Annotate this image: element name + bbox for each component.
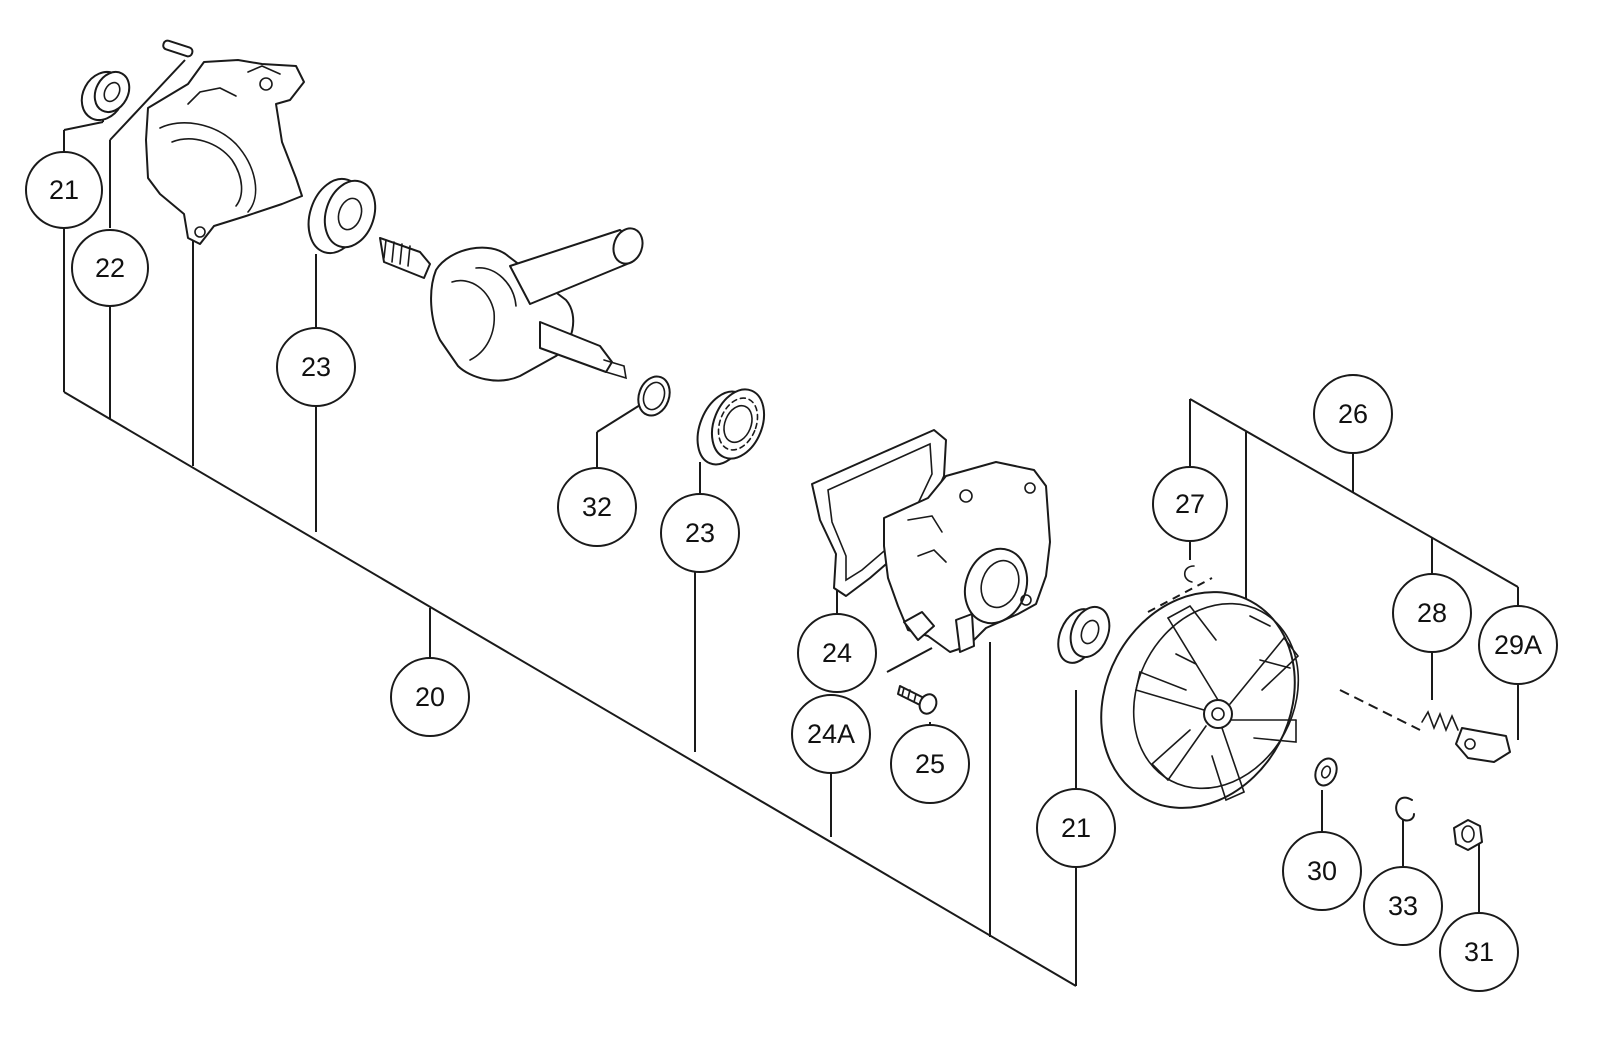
- callouts: 21 22 23 32 23 20 24 24A: [25, 151, 1558, 992]
- callout-24: 24: [797, 613, 877, 693]
- svg-text:21: 21: [49, 175, 79, 205]
- svg-text:24A: 24A: [807, 719, 855, 749]
- svg-text:28: 28: [1417, 598, 1447, 628]
- svg-text:31: 31: [1464, 937, 1494, 967]
- callout-31: 31: [1439, 912, 1519, 992]
- callout-25: 25: [890, 724, 970, 804]
- svg-text:20: 20: [415, 682, 445, 712]
- bearing-21-left: [80, 70, 131, 121]
- callout-28: 28: [1392, 573, 1472, 653]
- callout-30: 30: [1282, 831, 1362, 911]
- svg-text:26: 26: [1338, 399, 1368, 429]
- svg-text:21: 21: [1061, 813, 1091, 843]
- svg-text:22: 22: [95, 253, 125, 283]
- bearing-23-left: [307, 177, 377, 255]
- nut-31: [1453, 819, 1483, 851]
- svg-text:23: 23: [301, 352, 331, 382]
- crankshaft: [379, 227, 644, 382]
- bearing-21-right: [1057, 605, 1111, 664]
- svg-text:25: 25: [915, 749, 945, 779]
- spring-28: [1421, 710, 1459, 733]
- washer-30: [1314, 757, 1338, 787]
- callout-20: 20: [390, 657, 470, 737]
- svg-text:23: 23: [685, 518, 715, 548]
- crankcase-left: [145, 59, 305, 245]
- svg-text:24: 24: [822, 638, 852, 668]
- clip-27: [1183, 565, 1195, 583]
- callout-23-left: 23: [276, 327, 356, 407]
- callout-27: 27: [1152, 466, 1228, 542]
- callout-26: 26: [1313, 374, 1393, 454]
- screw-25: [897, 685, 938, 715]
- svg-text:30: 30: [1307, 856, 1337, 886]
- circlip-33: [1395, 796, 1415, 822]
- callout-24a: 24A: [791, 694, 871, 774]
- callout-21-left: 21: [25, 151, 103, 229]
- callout-33: 33: [1363, 866, 1443, 946]
- callout-32: 32: [557, 467, 637, 547]
- pin-22: [162, 39, 194, 58]
- svg-text:33: 33: [1388, 891, 1418, 921]
- pawl-29a: [1455, 727, 1511, 763]
- bearing-23-right: [696, 388, 766, 466]
- svg-text:32: 32: [582, 492, 612, 522]
- callout-22: 22: [71, 229, 149, 307]
- shim-32: [637, 375, 671, 417]
- svg-text:29A: 29A: [1494, 630, 1542, 660]
- flywheel-26: [1100, 591, 1300, 809]
- callout-21-right: 21: [1036, 788, 1116, 868]
- svg-text:27: 27: [1175, 489, 1205, 519]
- crankcase-right: [883, 461, 1051, 653]
- callout-29a: 29A: [1478, 605, 1558, 685]
- callout-23-right: 23: [660, 493, 740, 573]
